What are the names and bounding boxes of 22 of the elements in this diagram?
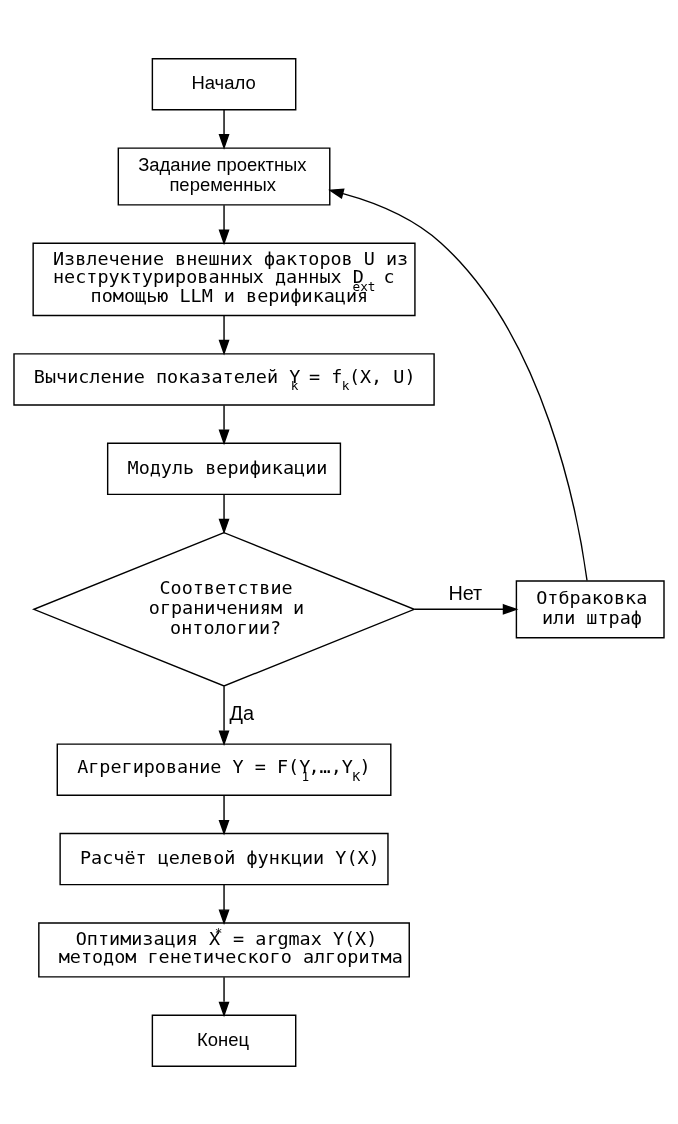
- arrow: [328, 187, 588, 581]
- node-box: Конец: [151, 1014, 297, 1067]
- arrow: [218, 493, 230, 534]
- arrow: [218, 108, 230, 150]
- arrow: [218, 204, 230, 245]
- arrow: [218, 685, 230, 746]
- node-box: Вычисление показателей Y$_{k}$ = f$_{k}$(X, U): [13, 352, 435, 406]
- arrow: [218, 794, 230, 835]
- node-box: Отбраковка или штраф: [515, 579, 665, 638]
- arrow: [413, 603, 519, 615]
- node-box: Модуль верификации: [106, 442, 342, 495]
- node-box: Задание проектных переменных: [117, 146, 331, 206]
- arrow: [218, 883, 230, 925]
- node-diamond: Соответствие ограничениям и онтологии?: [31, 531, 417, 687]
- node-box: Начало: [151, 57, 297, 110]
- arrow: [218, 976, 230, 1017]
- edge-label: Нет: [448, 581, 483, 604]
- edge-label: Да: [229, 701, 255, 724]
- arrow: [218, 404, 230, 445]
- arrow: [218, 314, 230, 355]
- node-box: Расчёт целевой функции Y(X): [59, 832, 389, 885]
- node-box: Извлечение внешних факторов U из неструктурированных данных D$_{ext}$ с помощью LLM и верификация: [32, 241, 416, 316]
